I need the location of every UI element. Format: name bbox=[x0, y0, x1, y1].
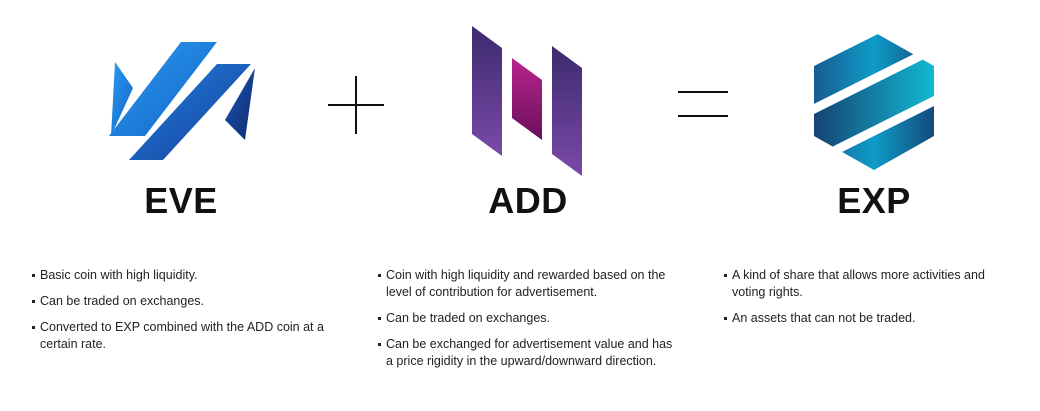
list-item: An assets that can not be traded. bbox=[724, 310, 1020, 327]
eve-logo-icon bbox=[109, 42, 255, 160]
eve-coin-name: EVE bbox=[144, 180, 218, 221]
plus-icon bbox=[328, 76, 384, 134]
list-item: Can be traded on exchanges. bbox=[32, 293, 332, 310]
list-item: Can be exchanged for advertisement value… bbox=[378, 336, 674, 370]
list-item: Can be traded on exchanges. bbox=[378, 310, 674, 327]
list-item: Coin with high liquidity and rewarded ba… bbox=[378, 267, 674, 301]
add-coin-name: ADD bbox=[488, 180, 568, 221]
exp-coin-name: EXP bbox=[837, 180, 911, 221]
list-item: Basic coin with high liquidity. bbox=[32, 267, 332, 284]
equals-icon bbox=[678, 91, 728, 117]
exp-logo-icon bbox=[814, 32, 934, 170]
add-logo-icon bbox=[472, 26, 582, 176]
exp-feature-list: A kind of share that allows more activit… bbox=[724, 267, 1020, 336]
list-item: A kind of share that allows more activit… bbox=[724, 267, 1020, 301]
add-feature-list: Coin with high liquidity and rewarded ba… bbox=[378, 267, 674, 379]
eve-feature-list: Basic coin with high liquidity. Can be t… bbox=[32, 267, 332, 362]
list-item: Converted to EXP combined with the ADD c… bbox=[32, 319, 332, 353]
